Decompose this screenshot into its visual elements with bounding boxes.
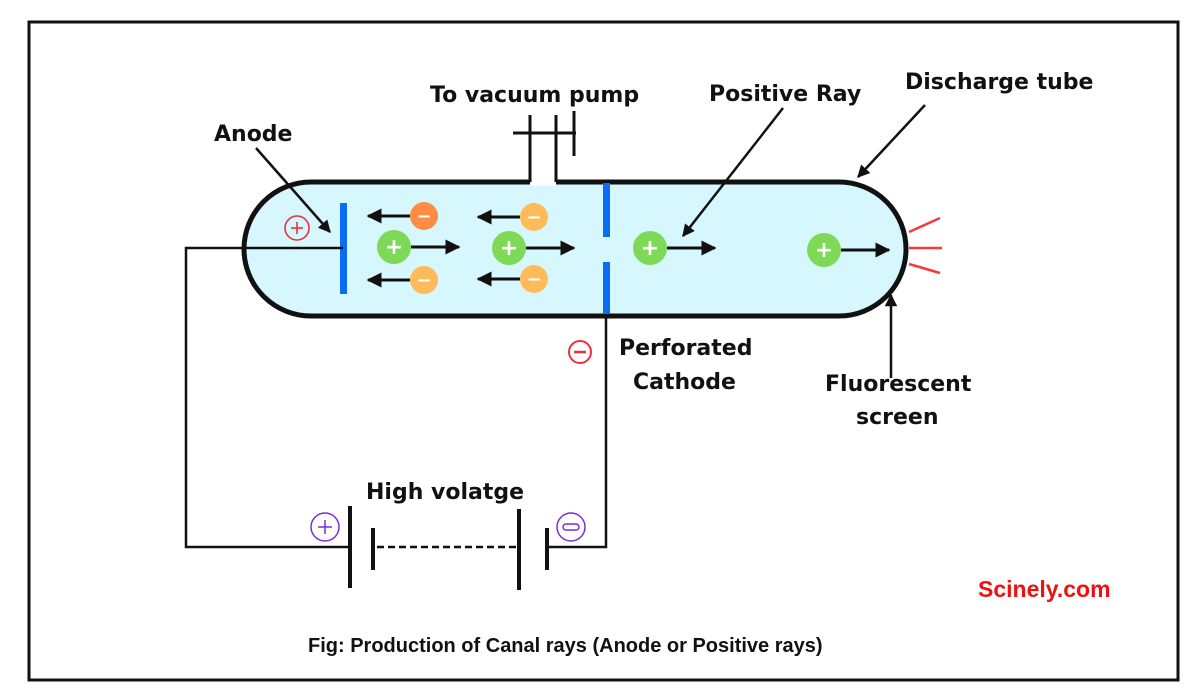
label-cathode-line2: Cathode — [633, 370, 736, 395]
positive-ion-particle: + — [492, 231, 576, 265]
high-voltage-battery — [348, 506, 549, 590]
wire-cathode — [549, 316, 608, 549]
label-screen-line2: screen — [856, 405, 939, 430]
figure-caption: Fig: Production of Canal rays (Anode or … — [308, 635, 823, 657]
battery-minus-icon — [556, 512, 586, 542]
positive-ion-circle — [807, 233, 841, 267]
brand-watermark: Scinely.com — [978, 576, 1111, 602]
minus-icon: − — [416, 206, 431, 227]
particles: −+−−+−++ — [366, 202, 891, 294]
positive-ion-circle — [633, 231, 667, 265]
label-cathode-line1: Perforated — [619, 336, 752, 361]
anode-plus-icon — [284, 215, 310, 241]
label-anode: Anode — [214, 122, 292, 147]
electron-circle — [520, 203, 548, 231]
electron-circle — [520, 265, 548, 293]
wire-anode — [184, 246, 350, 549]
plus-icon: + — [385, 235, 403, 260]
discharge-tube-pointer — [857, 104, 926, 178]
minus-icon: − — [416, 270, 431, 291]
positive-ion-circle — [492, 231, 526, 265]
anode-plate — [340, 203, 347, 294]
label-positive-ray: Positive Ray — [709, 82, 861, 107]
cathode-plate-upper — [603, 183, 610, 237]
electron-particle: − — [476, 265, 548, 293]
positive-ion-particle: + — [633, 231, 717, 265]
minus-icon: − — [526, 269, 541, 290]
electron-particle: − — [366, 202, 438, 230]
cathode-minus-icon — [568, 340, 592, 364]
label-vacuum-pump: To vacuum pump — [430, 83, 639, 108]
positive-ray-pointer — [682, 107, 784, 237]
plus-icon: + — [641, 236, 659, 261]
positive-ion-particle: + — [377, 230, 461, 264]
electron-circle — [410, 266, 438, 294]
electron-particle: − — [476, 203, 548, 231]
positive-ion-circle — [377, 230, 411, 264]
label-discharge-tube: Discharge tube — [905, 70, 1093, 95]
vacuum-pump-outlet — [513, 111, 576, 186]
electron-circle — [410, 202, 438, 230]
minus-icon: − — [526, 207, 541, 228]
figure-frame — [27, 20, 1180, 682]
label-high-voltage: High volatge — [366, 480, 524, 505]
positive-ion-particle: + — [807, 233, 891, 267]
anode-pointer — [255, 147, 331, 233]
plus-icon: + — [500, 236, 518, 261]
cathode-plate-lower — [603, 262, 610, 314]
battery-plus-icon — [310, 512, 340, 542]
fluorescence-glow-icon — [908, 216, 942, 275]
label-screen-line1: Fluorescent — [825, 372, 972, 397]
plus-icon: + — [815, 238, 833, 263]
electron-particle: − — [366, 266, 438, 294]
